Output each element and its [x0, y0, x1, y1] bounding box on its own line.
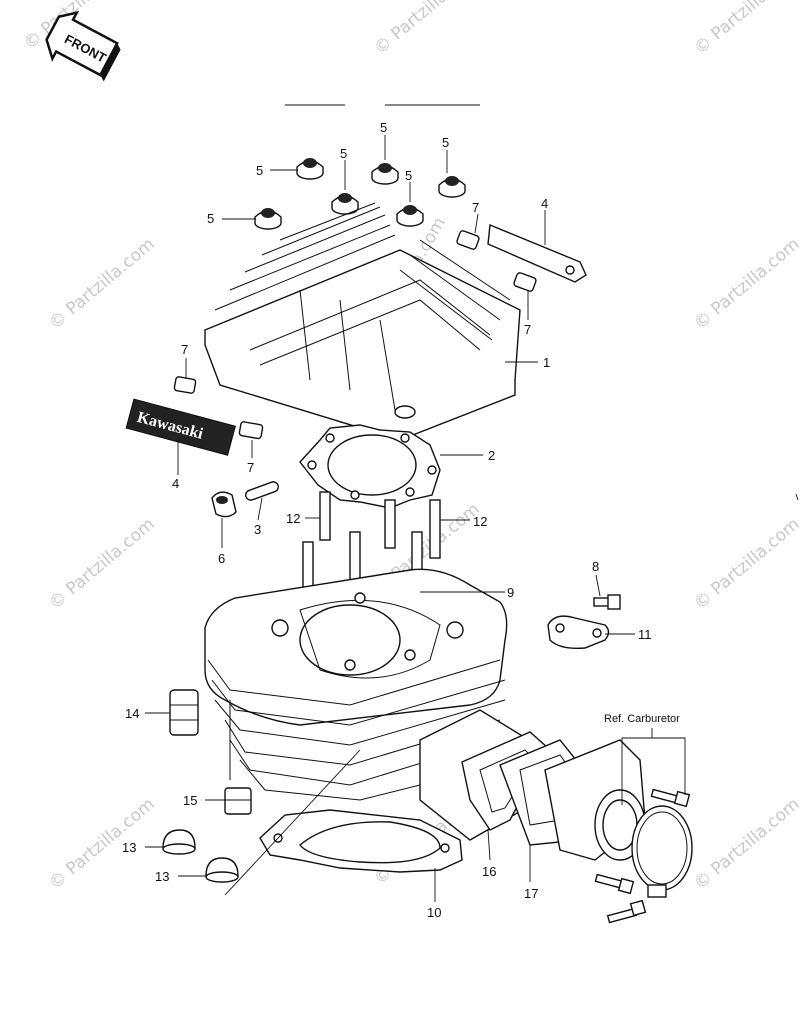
stud: [319, 491, 331, 541]
rubber-damper: [173, 376, 197, 394]
watermark: © Partzilla.com: [45, 794, 158, 894]
callout-13: 13: [155, 869, 169, 884]
watermark: © Partzilla.com: [45, 234, 158, 334]
edge-mark: [795, 493, 799, 501]
cap-nut: [438, 176, 466, 198]
callout-5: 5: [256, 163, 263, 178]
cap-nut: [371, 163, 399, 185]
bracket: [487, 223, 587, 283]
callout-4: 4: [172, 476, 179, 491]
callout-14: 14: [125, 706, 139, 721]
callout-9: 9: [507, 585, 514, 600]
callout-5: 5: [340, 146, 347, 161]
cap-nut-group: [254, 158, 466, 230]
rubber-damper: [513, 272, 537, 292]
rubber-damper: [169, 689, 199, 736]
watermark: © Partzilla.com: [45, 514, 158, 614]
callout-10: 10: [427, 905, 441, 920]
watermark: © Partzilla.com: [690, 234, 800, 334]
callout-6: 6: [218, 551, 225, 566]
callout-7: 7: [524, 322, 531, 337]
callout-1: 1: [543, 355, 550, 370]
stud: [384, 499, 396, 549]
cap-nut: [396, 205, 424, 227]
kawasaki-emblem: Kawasaki: [125, 398, 236, 456]
callout-labels: 1 2 3 4 4 5 5 5 5 5 5 6 7 7 7 7 8 9 10 1…: [122, 120, 680, 920]
callout-11: 11: [638, 627, 652, 642]
callout-13: 13: [122, 840, 136, 855]
bolt: [650, 788, 691, 808]
head-gasket: [299, 424, 441, 509]
callout-3: 3: [254, 522, 261, 537]
bracket: [547, 615, 610, 650]
callout-7: 7: [472, 200, 479, 215]
cap-nut: [331, 193, 359, 215]
callout-12: 12: [473, 514, 487, 529]
cap-nut: [254, 208, 282, 230]
rubber-damper: [456, 230, 480, 250]
rubber-cap: [162, 829, 196, 855]
hose-clamp: [631, 805, 693, 898]
base-gasket: [259, 809, 463, 873]
dowel-pin: [245, 481, 279, 501]
callout-5: 5: [442, 135, 449, 150]
callout-12: 12: [286, 511, 300, 526]
callout-4: 4: [541, 196, 548, 211]
cylinder-head: [204, 202, 521, 441]
callout-2: 2: [488, 448, 495, 463]
watermark: © Partzilla.com: [690, 0, 800, 59]
cap-nut: [296, 158, 324, 180]
bolt: [594, 873, 635, 895]
rubber-cap: [205, 857, 239, 883]
callout-5: 5: [380, 120, 387, 135]
ref-carburetor-note: Ref. Carburetor: [604, 713, 680, 725]
leader-lines: [145, 135, 686, 902]
watermark: © Partzilla.com: [690, 794, 800, 894]
callout-17: 17: [524, 886, 538, 901]
callout-5: 5: [207, 211, 214, 226]
watermark: © Partzilla.com: [690, 514, 800, 614]
callout-15: 15: [183, 793, 197, 808]
callout-5: 5: [405, 168, 412, 183]
rubber-damper: [238, 421, 264, 440]
bolt: [593, 594, 621, 610]
callout-7: 7: [247, 460, 254, 475]
collar: [211, 491, 237, 518]
callout-16: 16: [482, 864, 496, 879]
watermark: © Partzilla.com: [370, 0, 483, 59]
callout-7: 7: [181, 342, 188, 357]
bolt: [606, 899, 647, 924]
front-arrow-badge: FRONT: [45, 10, 121, 82]
callout-8: 8: [592, 559, 599, 574]
stud: [429, 499, 441, 559]
rubber-damper: [224, 787, 252, 815]
